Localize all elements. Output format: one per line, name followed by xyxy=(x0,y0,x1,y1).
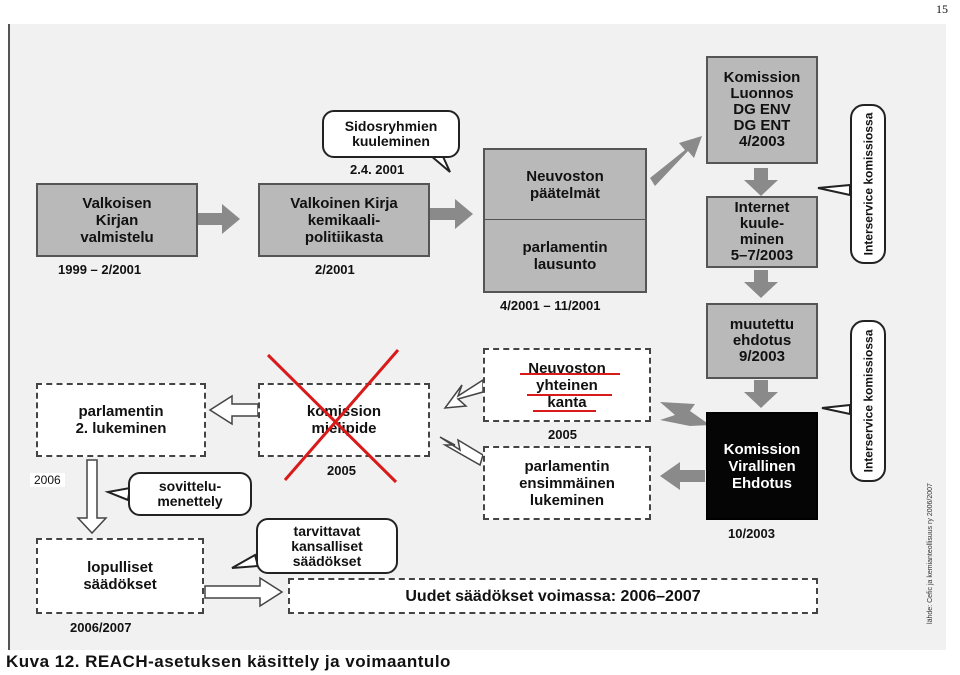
page-number: 15 xyxy=(936,2,948,16)
date-2005-kanta: 2005 xyxy=(548,427,577,442)
arrow-mielipide-to-toinen xyxy=(208,394,259,426)
arrow-internet-to-muutettu xyxy=(744,270,778,298)
box-muutettu-ehdotus: muutettu ehdotus 9/2003 xyxy=(706,303,818,379)
annotation-year-2006: 2006 xyxy=(30,473,65,487)
date-4-11-2001: 4/2001 – 11/2001 xyxy=(500,298,601,313)
box-parlamentin-ensimmainen: parlamentin ensimmäinen lukeminen xyxy=(483,446,651,520)
kanta-line-3: kanta xyxy=(547,393,587,411)
tab-interservice-1: Interservice komissiossa xyxy=(850,104,886,264)
arrow-ensimmainen-to-mielipide xyxy=(439,436,484,467)
red-cross-line-2 xyxy=(283,349,400,481)
box-parlamentin-lausunto: parlamentin lausunto xyxy=(483,219,647,293)
arrow-luonnos-to-internet xyxy=(744,168,778,196)
box-virallinen-ehdotus: Komission Virallinen Ehdotus xyxy=(706,412,818,520)
arrow-lopulliset-to-uudet xyxy=(204,576,284,608)
box-internet-kuuleminen: Internet kuule- minen 5–7/2003 xyxy=(706,196,818,268)
bubble-tarvittavat: tarvittavat kansalliset säädökset xyxy=(256,518,398,574)
date-2-4-2001: 2.4. 2001 xyxy=(350,162,405,177)
date-10-2003: 10/2003 xyxy=(728,526,775,541)
box-valkoinen-kirja: Valkoinen Kirja kemikaali- politiikasta xyxy=(258,183,430,257)
arrow-virallinen-to-ensimmainen xyxy=(660,462,705,490)
arrow-muutettu-to-virallinen xyxy=(744,380,778,408)
arrow-kirja-to-neuvosto xyxy=(430,199,473,229)
arrow-virallinen-to-kanta xyxy=(660,402,710,426)
box-neuvoston-paatelmat: Neuvoston päätelmät xyxy=(483,148,647,220)
bubble-sovittelu: sovittelu- menettely xyxy=(128,472,252,516)
date-2005-mielipide: 2005 xyxy=(327,463,356,478)
tab-interservice-2: Interservice komissiossa xyxy=(850,320,886,482)
source-credit-text: lähde: Cefic ja kemianteollisuus ry 2006… xyxy=(926,483,934,624)
date-1999-2001: 1999 – 2/2001 xyxy=(58,262,142,277)
box-uudet-saadokset: Uudet säädökset voimassa: 2006–2007 xyxy=(288,578,818,614)
red-cross-line-1 xyxy=(266,353,398,484)
kanta-line-2: yhteinen xyxy=(536,376,598,394)
box-parlamentin-toinen: parlamentin 2. lukeminen xyxy=(36,383,206,457)
arrow-valmistelu-to-kirja xyxy=(197,204,240,234)
box-lopulliset-saadokset: lopulliset säädökset xyxy=(36,538,204,614)
source-credit: lähde: Cefic ja kemianteollisuus ry 2006… xyxy=(927,470,954,650)
arrow-kanta-to-mielipide xyxy=(443,378,484,409)
figure-caption: Kuva 12. REACH-asetuksen käsittely ja vo… xyxy=(6,652,451,671)
box-valkoisen-valmistelu: Valkoisen Kirjan valmistelu xyxy=(36,183,198,257)
arrow-toinen-to-lopulliset xyxy=(76,459,108,535)
arrow-neuvosto-to-luonnos xyxy=(650,136,702,186)
date-2006-2007: 2006/2007 xyxy=(70,620,132,635)
box-komission-luonnos: Komission Luonnos DG ENV DG ENT 4/2003 xyxy=(706,56,818,164)
date-2-2001: 2/2001 xyxy=(315,262,355,277)
bubble-sidosryhmien: Sidosryhmien kuuleminen xyxy=(322,110,460,158)
box-neuvoston-kanta: Neuvoston yhteinen kanta xyxy=(483,348,651,422)
kanta-line-1: Neuvoston xyxy=(528,359,606,377)
